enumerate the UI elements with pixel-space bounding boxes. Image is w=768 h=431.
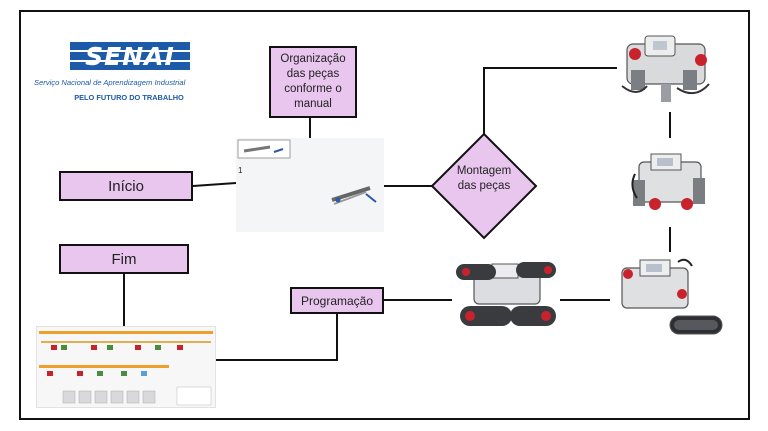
robot-tracked-image	[452, 256, 560, 340]
senai-brand-text: SENAI	[85, 41, 175, 71]
logo-stripe	[70, 50, 190, 52]
senai-logo: SENAI Serviço Nacional de Aprendizagem I…	[34, 42, 224, 106]
robot-assembled-image	[612, 254, 728, 346]
connector-inicio-manual	[192, 182, 237, 187]
connector-programacao-screenshot	[215, 314, 338, 361]
logo-stripe	[70, 60, 190, 62]
connector-montagem-robot1	[483, 67, 617, 134]
fim-node: Fim	[59, 244, 189, 274]
montagem-label: Montagem das peças	[456, 165, 512, 192]
robot-side-view-image	[625, 140, 715, 226]
programacao-node: Programação	[290, 287, 384, 314]
program-screenshot-image	[36, 326, 216, 408]
organizacao-label: Organização das peças conforme o manual	[280, 53, 346, 110]
fim-label: Fim	[111, 250, 137, 268]
robot-top-view-image	[617, 26, 717, 112]
organizacao-node: Organização das peças conforme o manual	[269, 46, 357, 118]
senai-tagline: PELO FUTURO DO TRABALHO	[74, 93, 184, 102]
senai-logo-mark: SENAI	[70, 41, 190, 71]
inicio-label: Início	[108, 177, 144, 195]
programacao-label: Programação	[300, 293, 374, 308]
manual-page-image: 1	[236, 138, 384, 232]
inicio-node: Início	[59, 171, 193, 201]
montagem-diamond-shape	[430, 132, 538, 240]
senai-subtitle: Serviço Nacional de Aprendizagem Industr…	[34, 78, 186, 87]
manual-step-number: 1	[238, 166, 243, 175]
